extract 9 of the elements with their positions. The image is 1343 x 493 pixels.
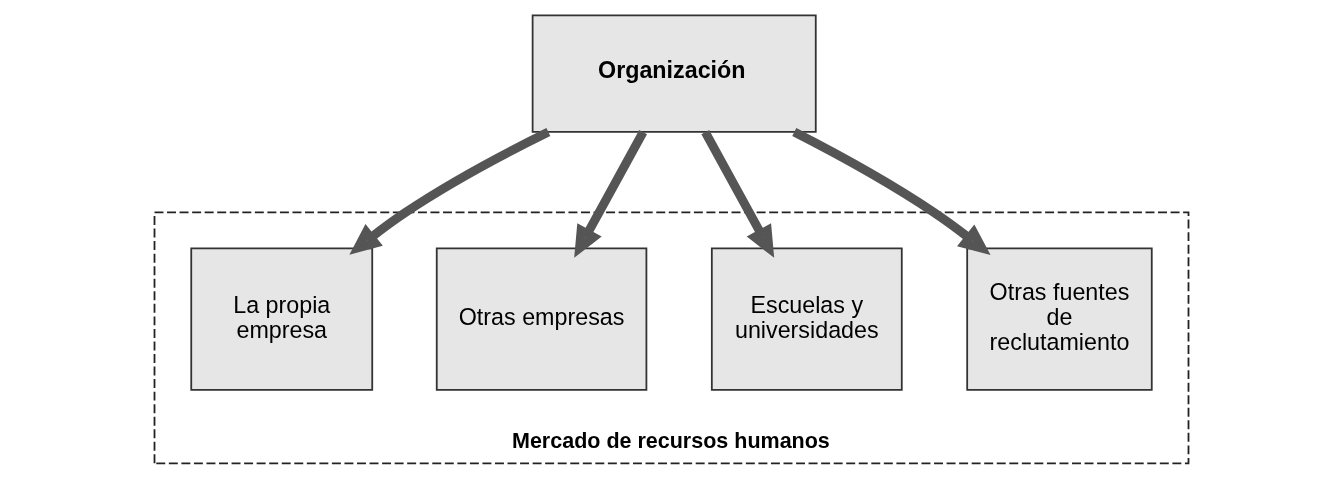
arrow	[574, 129, 648, 258]
arrow	[701, 129, 775, 258]
arrow	[349, 128, 551, 255]
node-box: Otras empresas	[435, 247, 648, 391]
node-box: La propia empresa	[190, 247, 374, 391]
arrow	[792, 128, 991, 256]
node-box: Otras fuentes de reclutamiento	[966, 247, 1153, 391]
node-box: Organización	[531, 14, 817, 133]
node-box: Escuelas y universidades	[710, 247, 903, 391]
